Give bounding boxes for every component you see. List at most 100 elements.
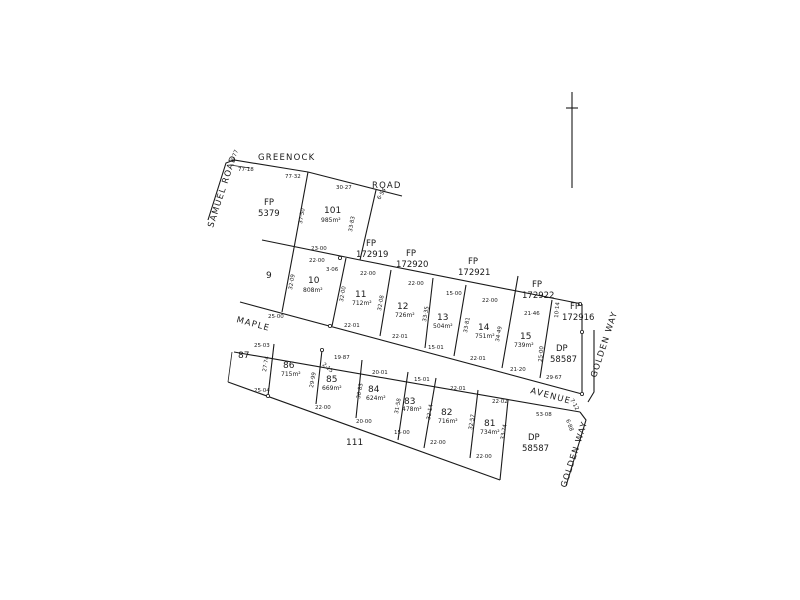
ref-fp172922-b: 172922	[522, 291, 554, 301]
lot-9-label: 9	[266, 271, 272, 281]
dimension-label: 33·81	[463, 317, 472, 334]
lot-12-area: 726m²	[395, 312, 415, 319]
dimension-label: 22·01	[450, 386, 466, 392]
dimension-label: 25·00	[268, 314, 284, 320]
dimension-label: 22·01	[392, 334, 408, 340]
ref-fp172916-a: FP	[570, 302, 580, 312]
lot-87-label: 87	[238, 351, 249, 361]
lot-86-number: 86	[283, 361, 295, 371]
dimension-label: 30·27	[336, 185, 352, 191]
ref-fp5379-b: 5379	[258, 209, 280, 219]
lot-85-number: 85	[326, 375, 337, 385]
ref-dp58587-bottom-b: 58587	[522, 444, 549, 454]
dimension-label: 22·01	[470, 356, 486, 362]
ref-fp172921-b: 172921	[458, 268, 490, 278]
ref-dp58587-bottom-a: DP	[528, 433, 540, 443]
north-arrow-icon	[566, 92, 578, 188]
dimension-label: 19·87	[334, 355, 350, 361]
dimension-label: 37·50	[298, 207, 307, 224]
dimension-label: 3·06	[326, 267, 339, 273]
dimension-label: 32·09	[288, 273, 297, 290]
lot-11-area: 712m²	[352, 300, 372, 307]
dimension-label: 21·46	[524, 311, 540, 317]
ref-fp172919-b: 172919	[356, 250, 388, 260]
lot-82-number: 82	[441, 408, 452, 418]
lot-86-area: 715m²	[281, 371, 301, 378]
ref-fp172920-b: 172920	[396, 260, 428, 270]
samuel-road-label: SAMUEL ROAD	[206, 154, 239, 229]
lot-85-area: 669m²	[322, 385, 342, 392]
dimension-label: 30·83	[356, 382, 365, 399]
lot-12-number: 12	[397, 302, 408, 312]
dimension-label: 31·58	[394, 397, 403, 414]
lot-84-number: 84	[368, 385, 380, 395]
dimension-label: 2·15	[321, 362, 335, 375]
dimension-label: 32·00	[339, 285, 348, 302]
ref-fp172922-a: FP	[532, 280, 542, 290]
ref-dp58587-top-b: 58587	[550, 355, 577, 365]
dimension-label: 25·00	[538, 345, 545, 362]
dimension-label: 27·74	[262, 355, 271, 372]
dimension-labels: 6·77 77·18 77·32 30·27 6·54 37·50 33·83 …	[230, 149, 579, 460]
dimension-label: 15·01	[428, 345, 444, 351]
dimension-label: 22·00	[476, 454, 492, 460]
lot-15-number: 15	[520, 332, 531, 342]
survey-pegs	[265, 255, 585, 398]
lot-13-number: 13	[437, 313, 448, 323]
dimension-label: 22·00	[309, 258, 325, 264]
lot-111-label: 111	[346, 438, 363, 448]
dimension-label: 32·57	[468, 413, 477, 430]
greenock-road-label: GREENOCK	[258, 153, 315, 163]
dimension-label: 22·02	[492, 399, 508, 405]
ref-fp172919-a: FP	[366, 239, 376, 249]
dimension-label: 6·54	[377, 187, 389, 201]
lot-83-number: 83	[404, 397, 415, 407]
dimension-label: 15·01	[414, 377, 430, 383]
dimension-label: 29·99	[309, 371, 318, 388]
dimension-label: 32·08	[377, 294, 386, 311]
lot-81-number: 81	[484, 419, 495, 429]
lot-13-area: 504m²	[433, 323, 453, 330]
ref-fp172916-b: 172916	[562, 313, 594, 323]
dimension-label: 25·03	[254, 343, 270, 349]
dimension-label: 22·00	[430, 440, 446, 446]
ref-fp172921-a: FP	[468, 257, 478, 267]
lot-14-area: 751m²	[475, 333, 495, 340]
dimension-label: 15·00	[394, 430, 410, 436]
lot-11-number: 11	[355, 290, 366, 300]
dimension-label: 29·67	[546, 375, 562, 381]
golden-way-bottom-label: GOLDEN WAY	[559, 420, 590, 489]
dimension-label: 32·14	[426, 403, 435, 420]
lot-14-number: 14	[478, 323, 490, 333]
dimension-label: 20·01	[372, 370, 388, 376]
dimension-label: 33·83	[348, 215, 357, 232]
lot-10-area: 808m²	[303, 287, 323, 294]
lot-101-number: 101	[324, 206, 341, 216]
dimension-label: 33·35	[422, 305, 431, 322]
lot-83-area: 478m²	[402, 406, 422, 413]
dimension-label: 53·08	[536, 412, 552, 418]
ref-fp5379-a: FP	[264, 198, 274, 208]
dimension-label: 22·00	[315, 405, 331, 411]
lot-15-area: 739m²	[514, 342, 534, 349]
lot-84-area: 624m²	[366, 395, 386, 402]
dimension-label: 23·00	[311, 246, 327, 252]
dimension-label: 10·14	[554, 301, 561, 318]
dimension-label: 22·00	[408, 281, 424, 287]
dimension-label: 22·01	[344, 323, 360, 329]
road-label: ROAD	[372, 181, 402, 191]
ref-dp58587-top-a: DP	[556, 344, 568, 354]
lot-82-area: 716m²	[438, 418, 458, 425]
lot-boundaries	[227, 171, 583, 481]
dimension-label: 33·74	[500, 423, 509, 440]
lot-81-area: 734m²	[480, 429, 500, 436]
dimension-label: 22·00	[360, 271, 376, 277]
maple-label: MAPLE	[235, 315, 271, 334]
lot-101-area: 985m²	[321, 217, 341, 224]
dimension-label: 34·49	[495, 325, 504, 342]
dimension-label: 6·88	[564, 419, 574, 433]
dimension-label: 77·32	[285, 174, 301, 180]
dimension-label: 15·00	[446, 291, 462, 297]
dimension-label: 77·18	[238, 167, 254, 173]
